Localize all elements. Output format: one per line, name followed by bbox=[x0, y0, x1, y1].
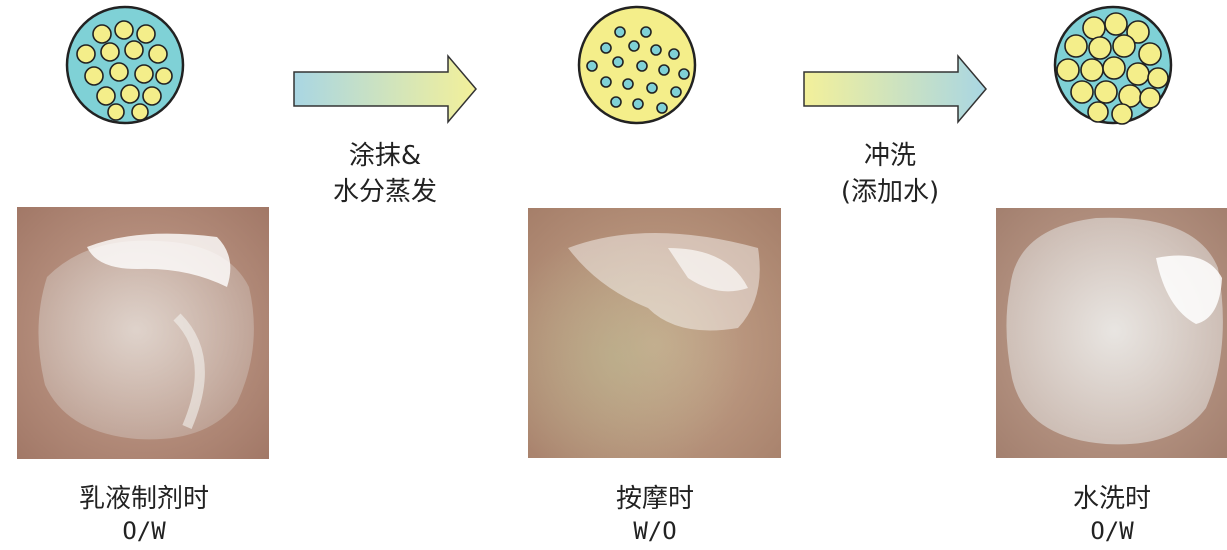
stage-caption-emulsion: 乳液制剂时 O/W bbox=[34, 484, 254, 546]
oil-droplet bbox=[156, 68, 172, 84]
oil-droplet bbox=[1083, 17, 1105, 39]
ow-emulsion-rinse-diagram bbox=[1052, 4, 1174, 126]
rinse-photo bbox=[996, 208, 1227, 458]
oil-droplet bbox=[1071, 81, 1093, 103]
step-label-line: 涂抹& bbox=[349, 141, 421, 171]
water-droplet bbox=[679, 69, 689, 79]
stage-caption-rinse: 水洗时 O/W bbox=[1002, 484, 1222, 546]
oil-droplet bbox=[121, 85, 139, 103]
water-droplet bbox=[615, 27, 625, 37]
oil-droplet bbox=[1095, 81, 1117, 103]
oil-droplet bbox=[1057, 59, 1079, 81]
emulsion-type: W/O bbox=[545, 516, 765, 546]
oil-droplet bbox=[97, 87, 115, 105]
water-droplet bbox=[587, 61, 597, 71]
emulsion-type: O/W bbox=[1002, 516, 1222, 546]
water-droplet bbox=[623, 79, 633, 89]
water-droplet bbox=[659, 65, 669, 75]
stage-caption-massage: 按摩时 W/O bbox=[545, 484, 765, 546]
oil-droplet bbox=[101, 43, 119, 61]
oil-droplet bbox=[1127, 63, 1149, 85]
water-droplet bbox=[601, 77, 611, 87]
oil-droplet bbox=[137, 25, 155, 43]
oil-droplet bbox=[132, 104, 148, 120]
oil-droplet bbox=[1113, 35, 1135, 57]
water-droplet bbox=[647, 83, 657, 93]
oil-droplet bbox=[85, 67, 103, 85]
stage-name: 水洗时 bbox=[1002, 484, 1222, 514]
wo-emulsion-diagram bbox=[576, 4, 698, 126]
step-label-line: (添加水) bbox=[841, 177, 939, 207]
oil-droplet bbox=[1089, 37, 1111, 59]
water-droplet bbox=[637, 61, 647, 71]
oil-droplet bbox=[1065, 35, 1087, 57]
emulsion-photo bbox=[17, 207, 269, 459]
water-droplet bbox=[633, 99, 643, 109]
stage-name: 乳液制剂时 bbox=[34, 484, 254, 514]
emulsion-type: O/W bbox=[34, 516, 254, 546]
water-droplet bbox=[629, 41, 639, 51]
oil-droplet bbox=[1103, 57, 1125, 79]
stage-name: 按摩时 bbox=[545, 484, 765, 514]
water-droplet bbox=[613, 57, 623, 67]
oil-droplet bbox=[1112, 104, 1132, 124]
oil-droplet bbox=[1148, 68, 1168, 88]
water-droplet bbox=[669, 49, 679, 59]
step-label-apply: 涂抹& 水分蒸发 bbox=[285, 138, 485, 210]
water-droplet bbox=[601, 43, 611, 53]
water-droplet bbox=[611, 97, 621, 107]
oil-droplet bbox=[1140, 88, 1160, 108]
oil-droplet bbox=[1105, 13, 1127, 35]
water-droplet bbox=[657, 103, 667, 113]
oil-droplet bbox=[143, 87, 161, 105]
oil-droplet bbox=[1081, 59, 1103, 81]
step-label-line: 冲洗 bbox=[864, 141, 916, 171]
step-label-rinse: 冲洗 (添加水) bbox=[790, 138, 990, 210]
oil-droplet bbox=[1088, 102, 1108, 122]
water-droplet bbox=[641, 27, 651, 37]
ow-emulsion-diagram bbox=[64, 4, 186, 126]
water-droplet bbox=[651, 45, 661, 55]
step-label-line: 水分蒸发 bbox=[333, 177, 437, 207]
oil-droplet bbox=[135, 65, 153, 83]
oil-droplet bbox=[93, 25, 111, 43]
oil-droplet bbox=[110, 63, 128, 81]
oil-droplet bbox=[125, 41, 143, 59]
oil-droplet bbox=[115, 21, 133, 39]
oil-droplet bbox=[149, 45, 167, 63]
oil-droplet bbox=[108, 104, 124, 120]
massage-photo bbox=[528, 208, 781, 458]
arrow-right-icon bbox=[800, 52, 990, 126]
oil-droplet bbox=[77, 45, 95, 63]
arrow-right-icon bbox=[290, 52, 480, 126]
oil-droplet bbox=[1139, 43, 1161, 65]
water-droplet bbox=[671, 87, 681, 97]
